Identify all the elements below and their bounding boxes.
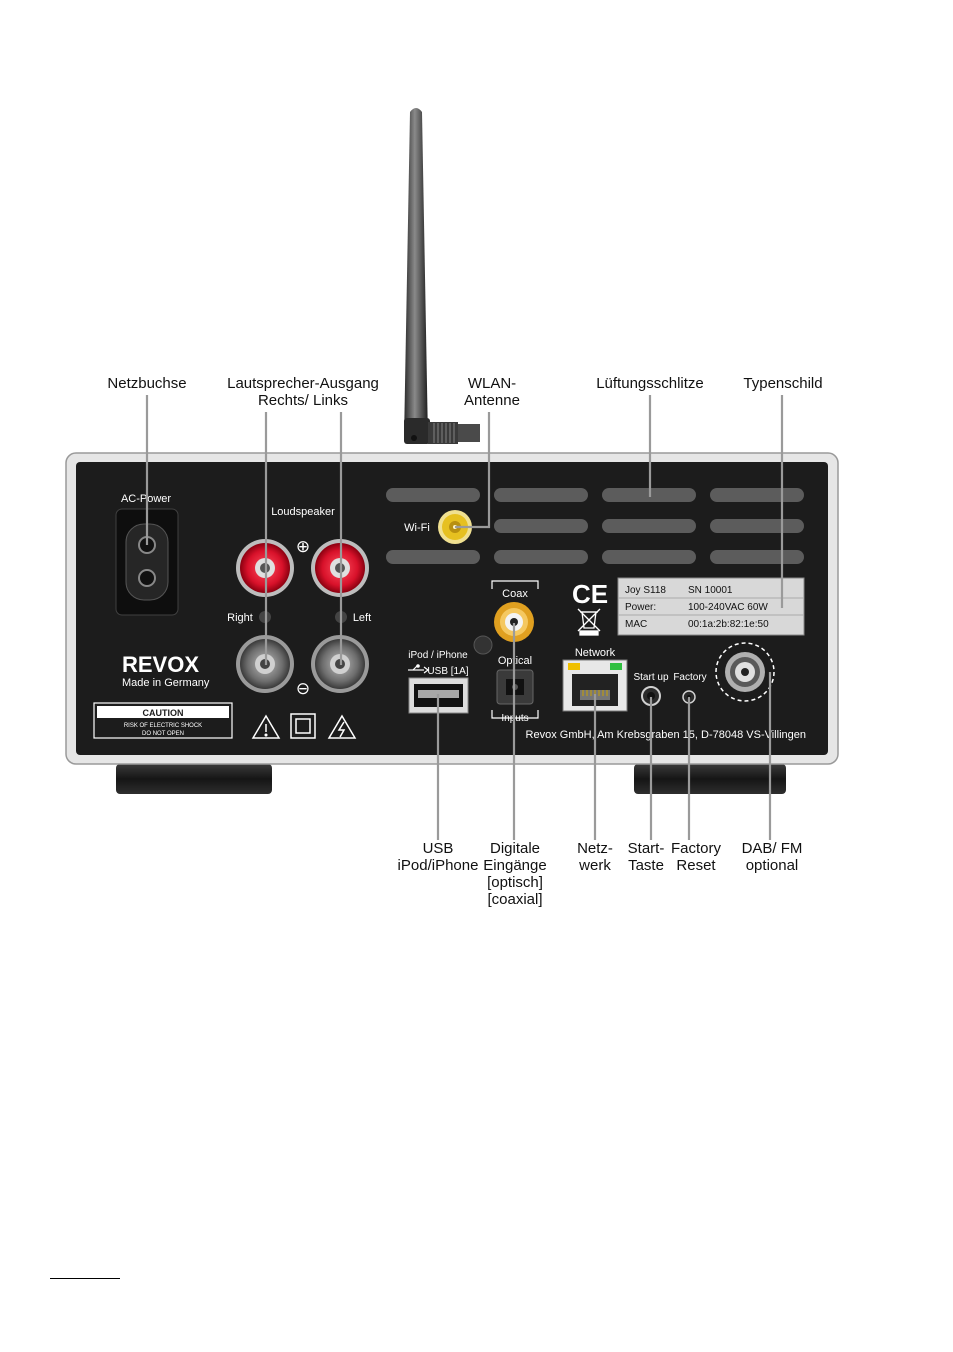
ac-power-socket: AC-Power xyxy=(115,493,179,616)
type-plate-power-label: Power: xyxy=(625,602,656,613)
callout-netzbuchse: Netzbuchse xyxy=(107,375,187,392)
made-in-label: Made in Germany xyxy=(122,677,210,689)
callout-dab: DAB/ FM optional xyxy=(741,840,803,874)
network-led-green xyxy=(610,663,622,670)
network-led-yellow xyxy=(568,663,580,670)
type-plate-model: Joy S118 xyxy=(625,585,666,596)
loudspeaker-label: Loudspeaker xyxy=(271,506,335,518)
foot-left xyxy=(116,764,272,794)
type-plate-mac-label: MAC xyxy=(625,619,647,630)
callout-lautsprecher: Lautsprecher-Ausgang Rechts/ Links xyxy=(227,375,379,409)
dab-fm-connector xyxy=(715,642,775,702)
shock-triangle-icon xyxy=(327,714,357,739)
warning-symbols xyxy=(251,713,357,739)
double-insulation-icon xyxy=(290,713,316,739)
coax-connector xyxy=(494,602,534,642)
caution-title: CAUTION xyxy=(143,708,184,718)
footer-rule xyxy=(50,1278,120,1279)
type-plate-serial: SN 10001 xyxy=(688,585,733,596)
vent-slots xyxy=(386,488,804,564)
caution-line-1: RISK OF ELECTRIC SHOCK xyxy=(124,723,202,729)
leader-lines xyxy=(145,395,784,840)
callout-typenschild: Typenschild xyxy=(743,375,823,392)
caution-line-2: DO NOT OPEN xyxy=(142,731,184,737)
callout-lueftung: Lüftungsschlitze xyxy=(596,375,704,392)
callout-factory: Factory Reset xyxy=(670,840,721,874)
plus-symbol: ⊕ xyxy=(296,537,310,556)
network-label: Network xyxy=(575,647,616,659)
wifi-label: Wi-Fi xyxy=(404,522,430,534)
ipod-label: iPod / iPhone xyxy=(408,650,468,661)
type-plate-power-value: 100-240VAC 60W xyxy=(688,602,768,613)
wifi-antenna xyxy=(404,108,480,444)
ground-screw xyxy=(473,635,493,655)
digital-inputs: Coax Optical Inputs xyxy=(491,580,539,724)
startup-label: Start up xyxy=(633,672,668,683)
callout-wlan: WLAN- Antenne xyxy=(464,375,520,409)
warning-triangle-icon xyxy=(251,714,281,739)
callout-usb: USB iPod/iPhone xyxy=(397,840,479,874)
address-label: Revox GmbH, Am Krebsgraben 15, D-78048 V… xyxy=(526,729,806,741)
type-plate-mac-value: 00:1a:2b:82:1e:50 xyxy=(688,619,769,630)
callout-start: Start- Taste xyxy=(627,840,665,874)
type-plate: Joy S118 SN 10001 Power: 100-240VAC 60W … xyxy=(617,577,805,636)
caution-label: CAUTION RISK OF ELECTRIC SHOCK DO NOT OP… xyxy=(93,702,233,739)
brand-logo: REVOX xyxy=(122,652,199,677)
callout-netzwerk: Netz- werk xyxy=(577,840,613,874)
weee-bin-icon xyxy=(577,608,601,636)
foot-right xyxy=(634,764,786,794)
callout-digitale: Digitale Eingänge [optisch] [coaxial] xyxy=(483,840,547,908)
usb-icon xyxy=(408,664,429,674)
ce-mark: CE xyxy=(572,579,608,609)
usb-label: USB [1A] xyxy=(427,666,468,677)
coax-label: Coax xyxy=(502,588,528,600)
right-label: Right xyxy=(227,612,253,624)
factory-label: Factory xyxy=(673,672,706,683)
minus-symbol: ⊖ xyxy=(296,679,310,698)
left-label: Left xyxy=(353,612,371,624)
